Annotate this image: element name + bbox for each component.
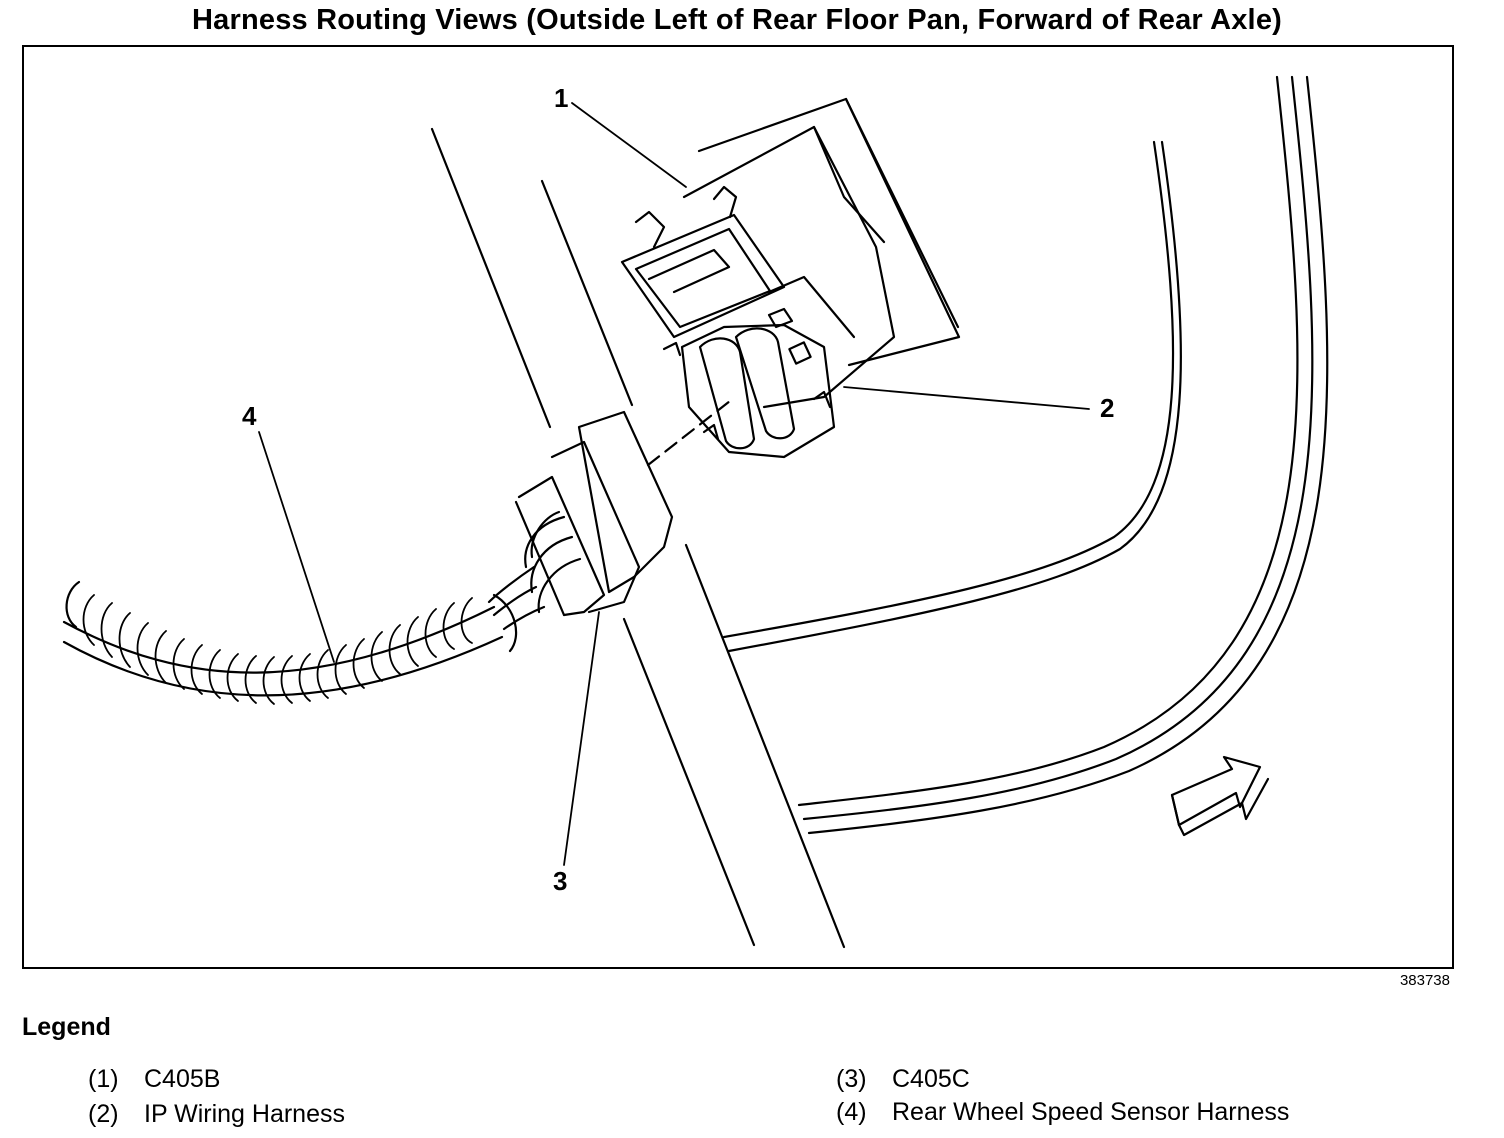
harness-wires (487, 565, 546, 631)
legend-item-2: (2) IP Wiring Harness (88, 1100, 345, 1129)
legend-item-number: (4) (836, 1098, 867, 1126)
corrugated-conduit (62, 580, 518, 705)
forward-arrow-icon (1170, 755, 1270, 837)
legend-item-4: (4) Rear Wheel Speed Sensor Harness (836, 1098, 1289, 1127)
mounting-bracket (697, 97, 961, 367)
legend-item-number: (1) (88, 1065, 119, 1093)
legend-item-label: IP Wiring Harness (144, 1100, 345, 1128)
figure-id: 383738 (1399, 972, 1450, 989)
legend-item-label: C405B (144, 1065, 221, 1093)
callout-leaders (258, 102, 1090, 866)
connector-c405c (514, 410, 674, 617)
legend-item-number: (2) (88, 1100, 119, 1128)
legend-heading: Legend (22, 1013, 111, 1041)
legend-item-label: C405C (892, 1065, 970, 1093)
callout-4: 4 (242, 401, 257, 431)
callout-3: 3 (553, 866, 567, 896)
alignment-dashed-line (646, 399, 732, 467)
page-title: Harness Routing Views (Outside Left of R… (192, 4, 1282, 36)
floor-pan-contour (722, 75, 1329, 835)
legend-item-1: (1) C405B (88, 1065, 220, 1094)
callout-1: 1 (554, 83, 568, 113)
illustration-frame: 1 2 3 4 (22, 45, 1454, 969)
connector-mating-half (662, 307, 836, 459)
legend-item-number: (3) (836, 1065, 867, 1093)
callout-2: 2 (1100, 393, 1114, 423)
legend-item-3: (3) C405C (836, 1065, 970, 1094)
harness-illustration: 1 2 3 4 (62, 75, 1329, 949)
legend-item-label: Rear Wheel Speed Sensor Harness (892, 1098, 1290, 1126)
frame-rail-lines (430, 127, 846, 949)
